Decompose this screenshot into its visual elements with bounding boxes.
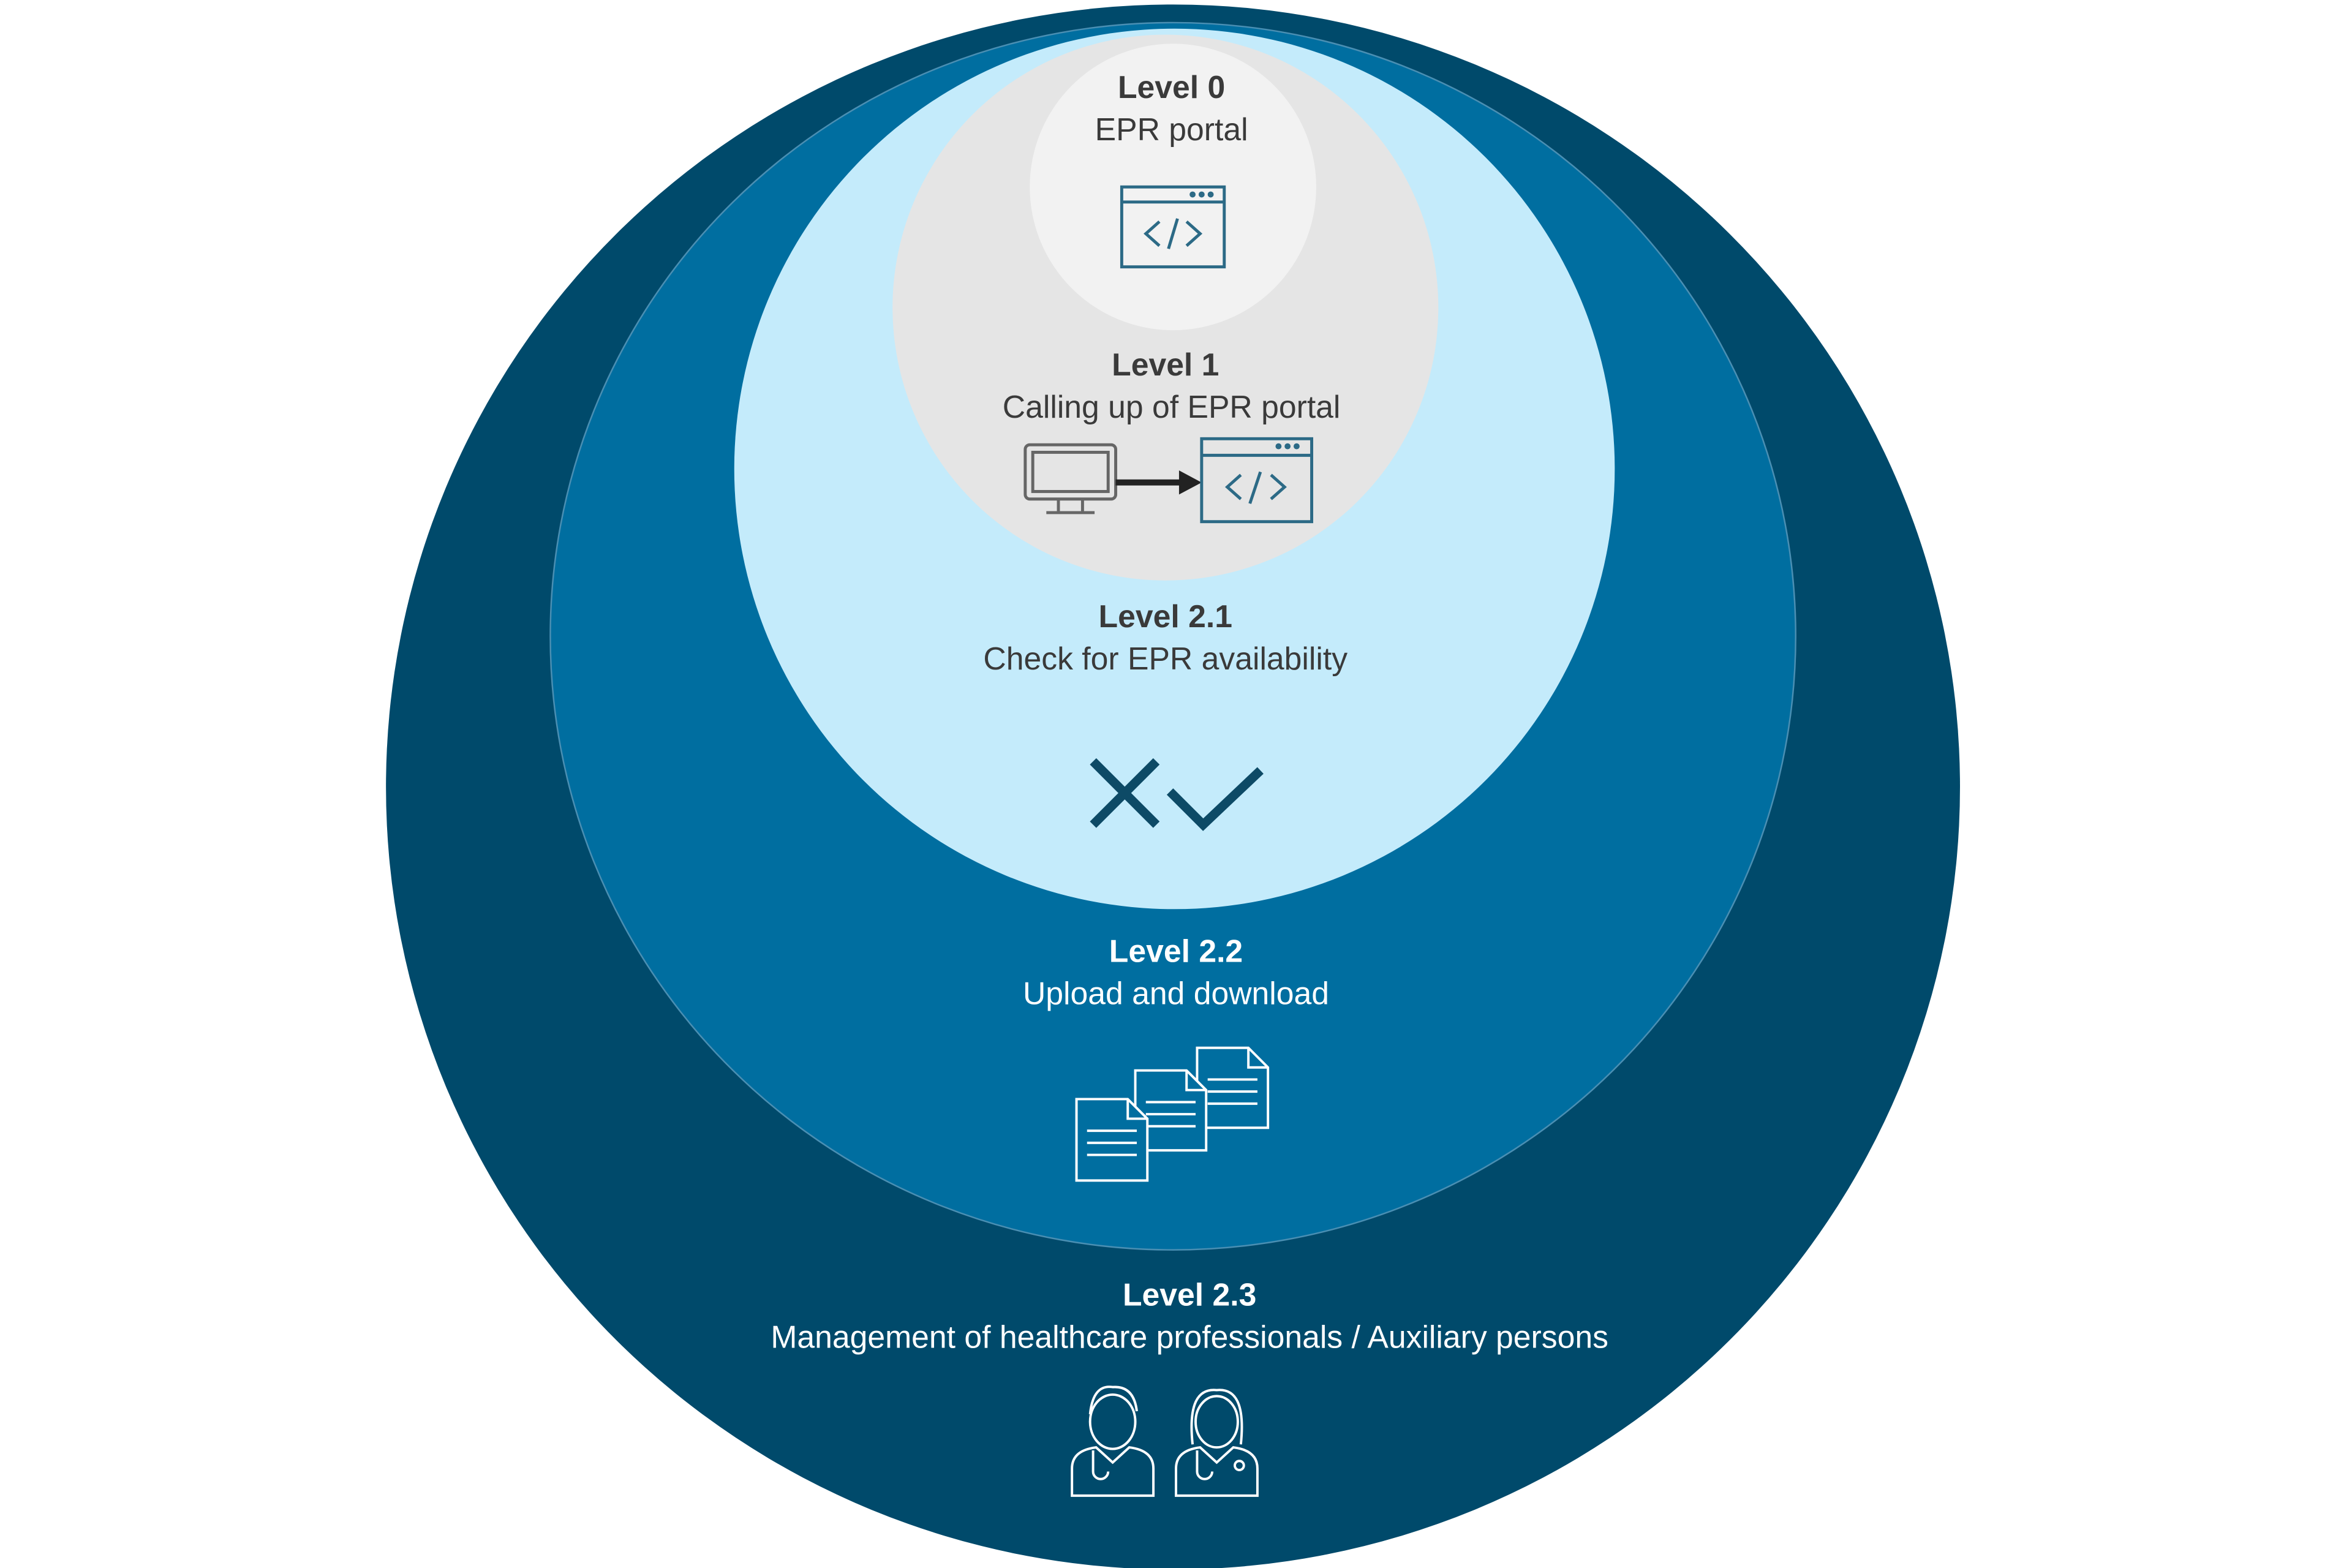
browser-code-icon <box>1120 185 1226 269</box>
doctors-icon <box>1071 1385 1259 1497</box>
level-2-1-title: Level 2.1 <box>1099 598 1232 634</box>
level-2-1-subtitle: Check for EPR availability <box>983 641 1348 676</box>
level-2-2-subtitle: Upload and download <box>1023 975 1329 1011</box>
level-2-3-subtitle: Management of healthcare professionals /… <box>771 1319 1608 1355</box>
level-1-title: Level 1 <box>1112 347 1219 382</box>
level-0-title: Level 0 <box>1118 69 1225 105</box>
cross-check-icon <box>1090 758 1264 831</box>
monitor-icon <box>1023 443 1118 514</box>
documents-icon <box>1075 1046 1270 1182</box>
level-1-subtitle: Calling up of EPR portal <box>1003 389 1341 424</box>
male-doctor-icon <box>1071 1385 1155 1497</box>
level-2-2-title: Level 2.2 <box>1109 933 1243 968</box>
female-doctor-icon <box>1175 1389 1259 1497</box>
level-0-subtitle: EPR portal <box>1095 111 1248 147</box>
monitor-to-browser-icon <box>1023 437 1313 524</box>
level-2-3-title: Level 2.3 <box>1123 1277 1256 1313</box>
